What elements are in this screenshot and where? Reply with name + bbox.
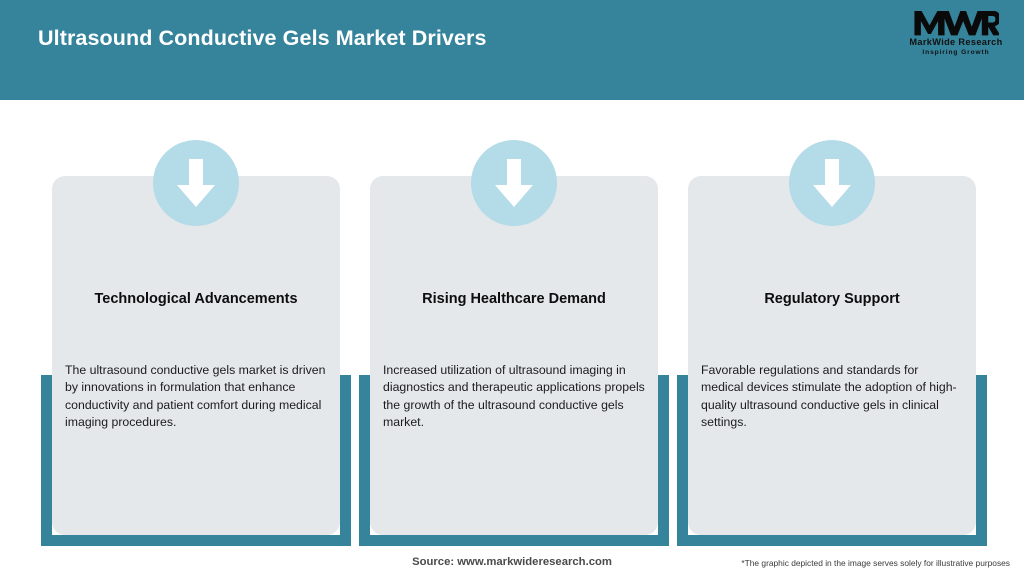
header-bar: Ultrasound Conductive Gels Market Driver… bbox=[0, 0, 1024, 100]
card-frame-bottom-bar bbox=[359, 535, 669, 546]
card-title: Regulatory Support bbox=[764, 291, 900, 307]
down-arrow-icon bbox=[789, 140, 875, 226]
down-arrow-glyph bbox=[495, 159, 533, 207]
down-arrow-icon bbox=[153, 140, 239, 226]
driver-card-1: Technological Advancements The ultrasoun… bbox=[41, 140, 351, 546]
card-frame-right-bar bbox=[976, 375, 987, 545]
card-frame-bottom-bar bbox=[41, 535, 351, 546]
card-title: Rising Healthcare Demand bbox=[422, 291, 606, 307]
card-frame-left-bar bbox=[677, 375, 688, 545]
logo-tagline: Inspiring Growth bbox=[922, 49, 990, 56]
card-body-text: Favorable regulations and standards for … bbox=[701, 363, 957, 430]
card-panel: Technological Advancements The ultrasoun… bbox=[52, 176, 340, 535]
disclaimer-note: *The graphic depicted in the image serve… bbox=[741, 558, 1010, 568]
source-label: Source: www.markwideresearch.com bbox=[412, 556, 612, 568]
driver-card-2: Rising Healthcare Demand Increased utili… bbox=[359, 140, 669, 546]
logo-company-name: MarkWide Research bbox=[909, 37, 1003, 47]
card-frame-bottom-bar bbox=[677, 535, 987, 546]
card-frame-right-bar bbox=[340, 375, 351, 545]
mwr-logo-icon bbox=[914, 11, 999, 36]
card-body-text: Increased utilization of ultrasound imag… bbox=[383, 363, 645, 430]
brand-logo: MarkWide Research Inspiring Growth bbox=[900, 8, 1012, 62]
down-arrow-glyph bbox=[177, 159, 215, 207]
card-frame-right-bar bbox=[658, 375, 669, 545]
page-title: Ultrasound Conductive Gels Market Driver… bbox=[38, 26, 487, 50]
down-arrow-glyph bbox=[813, 159, 851, 207]
driver-card-3: Regulatory Support Favorable regulations… bbox=[677, 140, 987, 546]
down-arrow-icon bbox=[471, 140, 557, 226]
card-body-text: The ultrasound conductive gels market is… bbox=[65, 363, 326, 430]
card-frame-left-bar bbox=[359, 375, 370, 545]
card-title: Technological Advancements bbox=[94, 291, 298, 307]
card-frame-left-bar bbox=[41, 375, 52, 545]
card-panel: Regulatory Support Favorable regulations… bbox=[688, 176, 976, 535]
card-panel: Rising Healthcare Demand Increased utili… bbox=[370, 176, 658, 535]
